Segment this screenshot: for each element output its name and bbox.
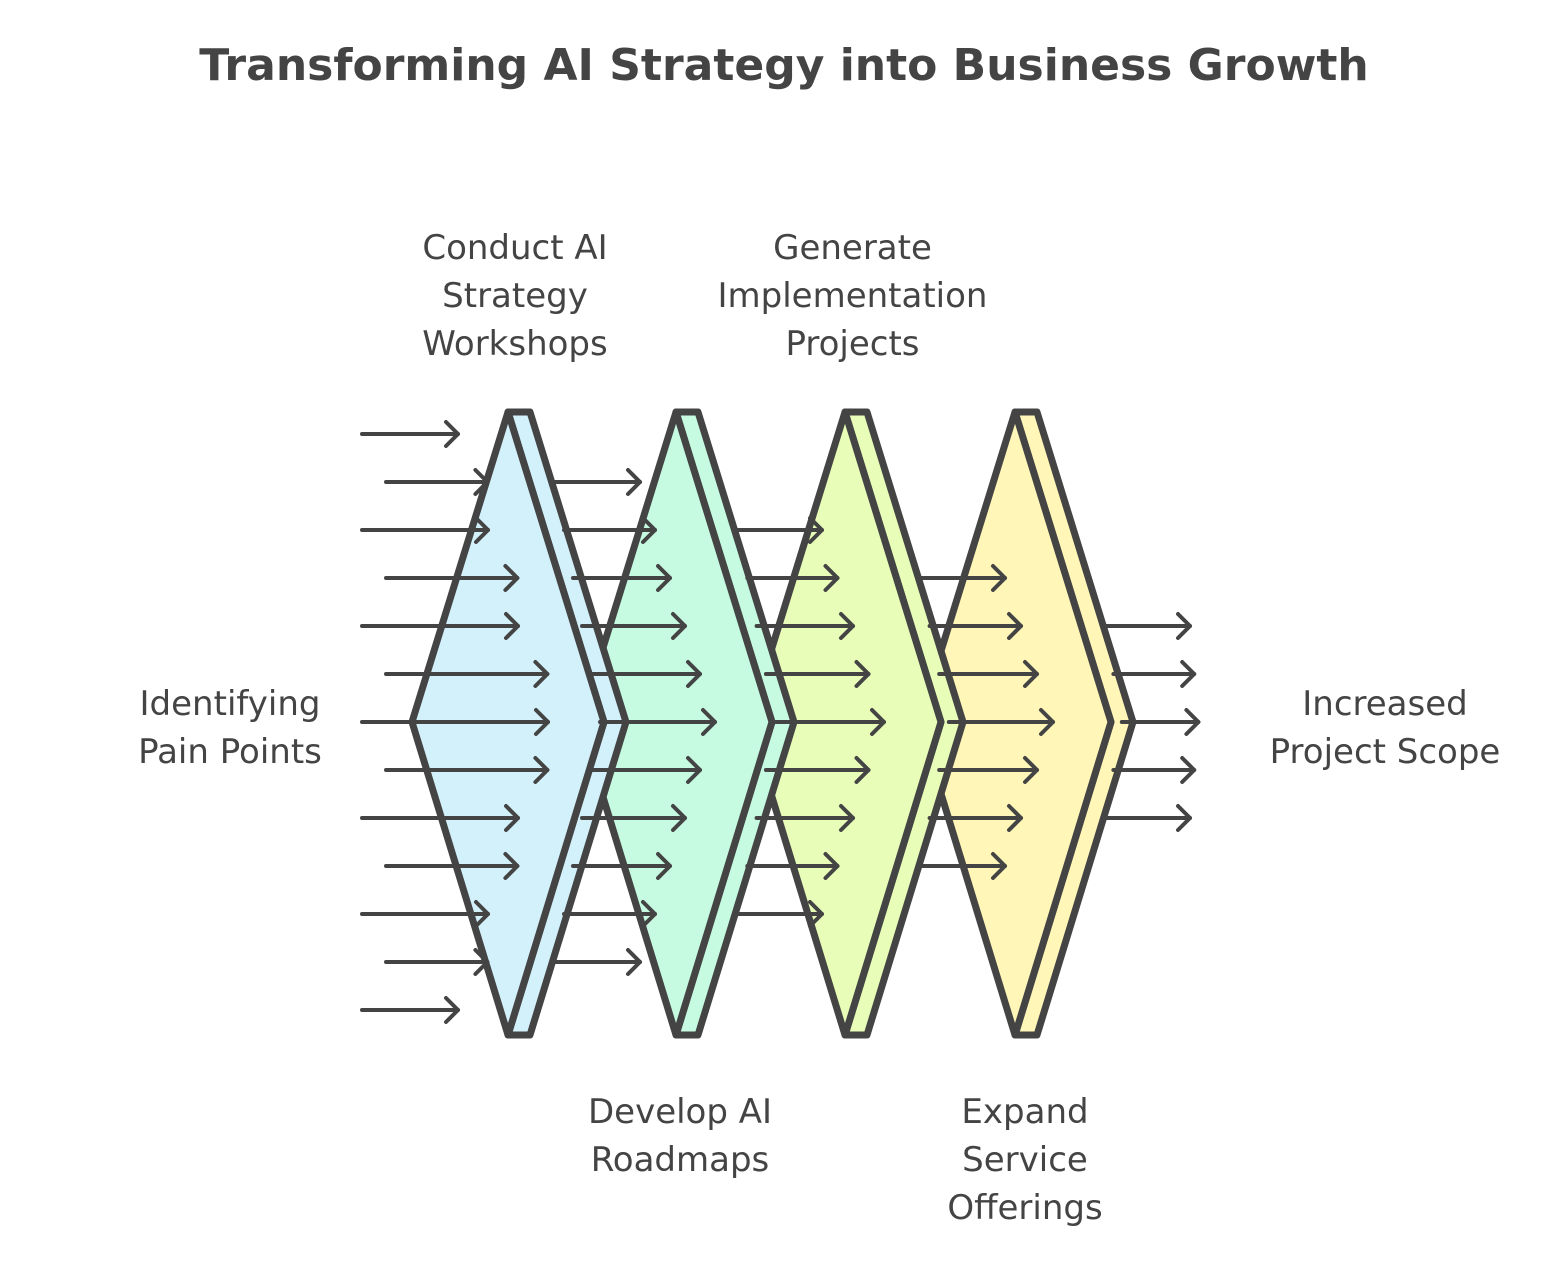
arrow-head-icon (1176, 612, 1192, 640)
arrow-head-icon (473, 948, 490, 976)
flow-arrow (360, 900, 490, 928)
arrow-head-icon (823, 852, 840, 880)
flow-arrow (918, 852, 1007, 880)
flow-arrow (773, 708, 886, 736)
stage-2-label: Develop AI Roadmaps (587, 1092, 773, 1180)
arrow-head-icon (504, 612, 520, 640)
diagram-title: Transforming AI Strategy into Business G… (199, 40, 1369, 91)
stage-1-label: Conduct AI Strategy Workshops (422, 228, 608, 364)
flow-arrow (360, 612, 520, 640)
arrow-head-icon (626, 468, 642, 496)
arrow-head-icon (534, 708, 550, 736)
stage-4-label: Expand Service Offerings (947, 1092, 1103, 1228)
arrow-head-icon (854, 756, 871, 784)
flow-arrow (553, 468, 642, 496)
flow-arrow (562, 900, 657, 928)
stage-3-label: Generate Implementation Projects (717, 228, 988, 364)
flow-arrow (1103, 612, 1192, 640)
arrow-head-icon (444, 420, 460, 448)
arrow-head-icon (991, 852, 1007, 880)
flow-arrow (384, 660, 550, 688)
flow-arrow (571, 564, 672, 592)
arrow-head-icon (473, 468, 490, 496)
arrow-head-icon (839, 804, 855, 832)
flow-arrow (598, 708, 717, 736)
arrow-head-icon (474, 516, 490, 544)
flow-arrow (384, 468, 490, 496)
arrow-head-icon (671, 612, 687, 640)
arrow-head-icon (686, 756, 702, 784)
flow-arrow (360, 804, 520, 832)
arrow-head-icon (671, 804, 687, 832)
arrow-head-icon (533, 660, 550, 688)
flow-arrow (384, 852, 520, 880)
flow-arrow (360, 708, 550, 736)
arrow-head-icon (1023, 756, 1039, 784)
arrow-head-icon (686, 660, 702, 688)
arrow-head-icon (823, 564, 840, 592)
arrow-head-icon (656, 564, 672, 592)
flow-arrow (918, 564, 1007, 592)
flow-arrow (571, 852, 672, 880)
arrow-head-icon (504, 804, 520, 832)
flow-arrow (360, 420, 460, 448)
arrow-head-icon (444, 996, 460, 1024)
arrow-head-icon (1039, 708, 1055, 736)
flow-arrow (745, 852, 840, 880)
flow-arrow (580, 612, 687, 640)
arrow-head-icon (854, 660, 871, 688)
flow-arrow (754, 612, 855, 640)
flow-arrow (360, 996, 460, 1024)
flow-arrow (736, 900, 824, 928)
flow-arrow (580, 804, 687, 832)
arrow-head-icon (626, 948, 642, 976)
arrow-head-icon (808, 900, 824, 928)
flow-arrow (927, 804, 1023, 832)
flow-arrow (763, 756, 871, 784)
flow-arrow (1111, 660, 1197, 688)
flow-arrow (946, 708, 1055, 736)
arrow-head-icon (701, 708, 717, 736)
arrow-head-icon (991, 564, 1007, 592)
flow-arrow (589, 660, 702, 688)
flow-arrow (360, 516, 490, 544)
flow-arrow (553, 948, 642, 976)
flow-arrow (589, 756, 702, 784)
flow-arrow (736, 516, 824, 544)
flow-arrow (562, 516, 657, 544)
arrow-head-icon (1007, 612, 1023, 640)
arrow-head-icon (503, 852, 520, 880)
flow-arrow (754, 804, 855, 832)
arrow-head-icon (839, 612, 855, 640)
output-label: Increased Project Scope (1269, 684, 1501, 772)
arrow-head-icon (474, 900, 490, 928)
arrow-head-icon (870, 708, 886, 736)
flow-arrow (745, 564, 840, 592)
arrow-head-icon (1180, 756, 1197, 784)
arrow-head-icon (533, 756, 550, 784)
flow-arrow (1103, 804, 1192, 832)
arrow-head-icon (1184, 708, 1201, 736)
flow-arrow (1119, 708, 1201, 736)
arrow-head-icon (656, 852, 672, 880)
arrow-head-icon (641, 900, 657, 928)
arrow-head-icon (1023, 660, 1039, 688)
arrow-head-icon (808, 516, 824, 544)
flow-arrow (384, 564, 520, 592)
input-label: Identifying Pain Points (138, 684, 322, 772)
arrow-head-icon (641, 516, 657, 544)
flow-arrow (937, 660, 1039, 688)
flow-arrow (384, 948, 490, 976)
arrow-head-icon (1176, 804, 1192, 832)
arrow-head-icon (1007, 804, 1023, 832)
arrow-head-icon (503, 564, 520, 592)
flow-arrow (763, 660, 871, 688)
flow-arrow (384, 756, 550, 784)
flow-arrow (937, 756, 1039, 784)
arrow-head-icon (1180, 660, 1197, 688)
flow-arrow (1111, 756, 1197, 784)
flow-arrow (927, 612, 1023, 640)
